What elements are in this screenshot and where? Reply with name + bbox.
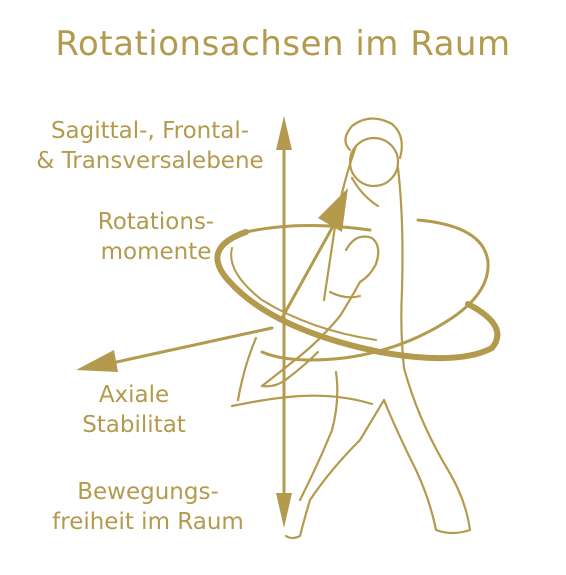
label-axial: Axiale Stabilitat — [56, 380, 212, 440]
diagram-title: Rotationsachsen im Raum — [55, 24, 511, 64]
label-planes-line-2: & Transversalebene — [36, 148, 264, 174]
horizontal-axis-arrow — [76, 326, 274, 372]
label-planes: Sagittal-, Frontal- & Transversalebene — [22, 116, 278, 176]
label-freedom-line-1: Bewegungs- — [77, 479, 219, 505]
label-axial-line-1: Axiale — [98, 382, 170, 408]
rotation-ring — [214, 218, 501, 362]
label-moments: Rotations- momente — [68, 207, 244, 267]
athlete-silhouette — [230, 117, 472, 540]
label-freedom-line-2: freiheit im Raum — [52, 509, 244, 535]
label-freedom: Bewegungs- freiheit im Raum — [20, 477, 276, 537]
label-moments-line-1: Rotations- — [97, 209, 215, 235]
label-axial-line-2: Stabilitat — [82, 412, 186, 438]
label-moments-line-2: momente — [100, 239, 212, 265]
label-planes-line-1: Sagittal-, Frontal- — [50, 118, 250, 144]
